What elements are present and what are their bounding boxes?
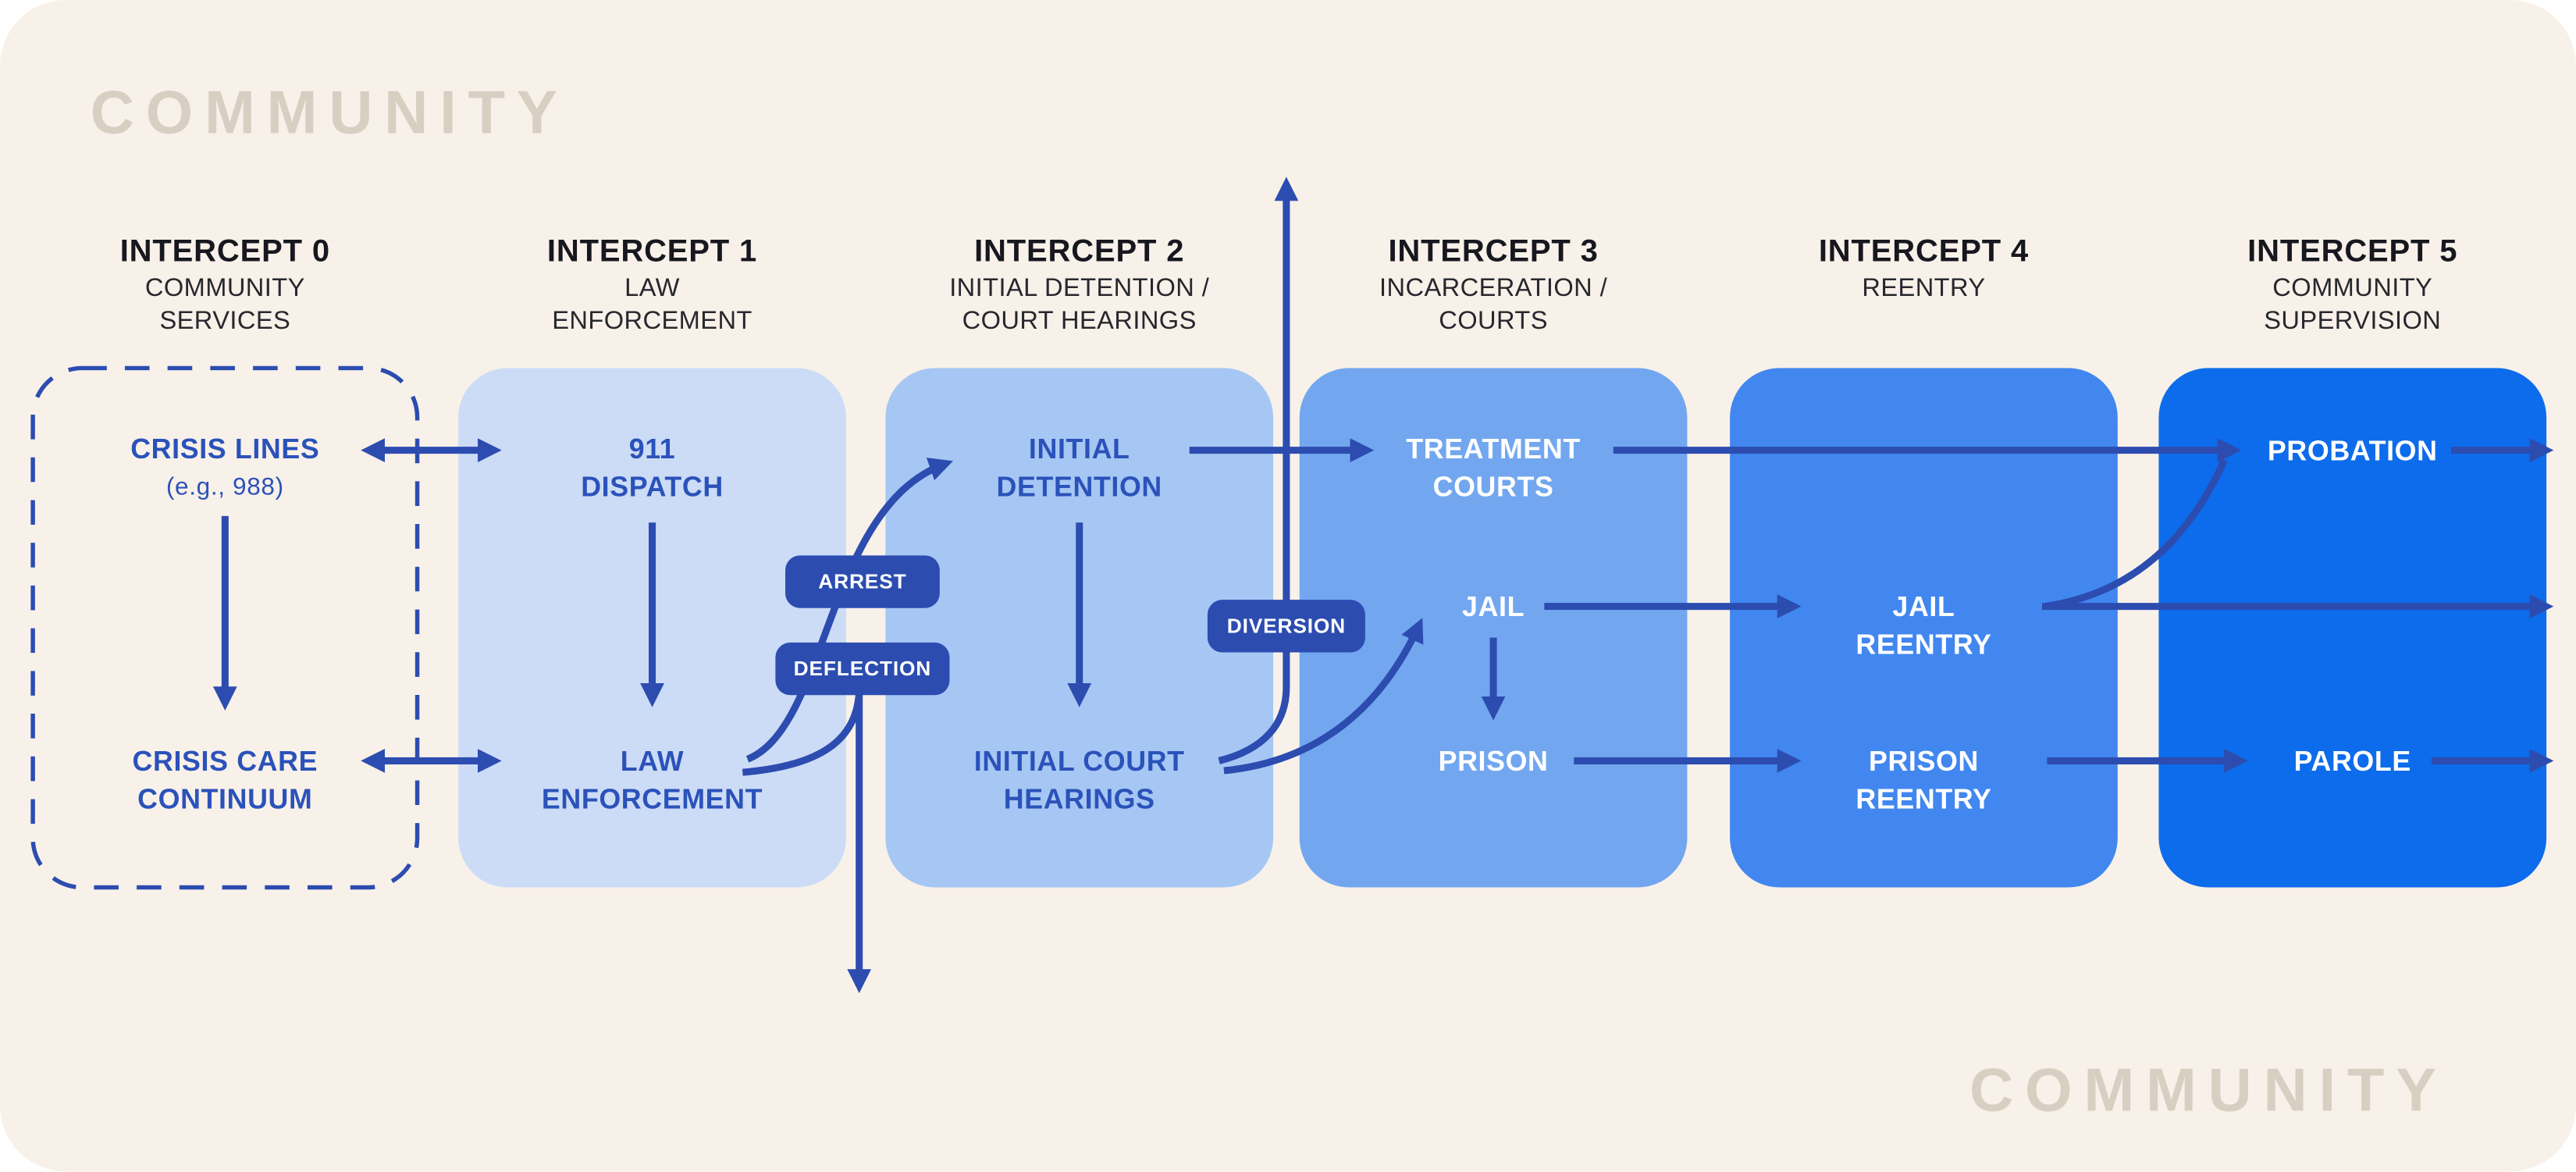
header-intercept-0: INTERCEPT 0 COMMUNITY SERVICES xyxy=(28,233,422,339)
node-crisis-care-continuum: CRISIS CARE CONTINUUM xyxy=(31,743,419,818)
diversion-pill: DIVERSION xyxy=(1207,600,1365,653)
intercept-2-subtitle-line2: COURT HEARINGS xyxy=(962,307,1197,336)
initial-detention-line2: DETENTION xyxy=(996,472,1162,504)
intercept-2-title: INTERCEPT 2 xyxy=(974,234,1185,270)
header-intercept-4: INTERCEPT 4 REENTRY xyxy=(1727,233,2121,306)
intercept-0-title: INTERCEPT 0 xyxy=(119,234,330,270)
intercept-0-subtitle-line1: COMMUNITY xyxy=(144,274,305,303)
law-enforcement-line1: LAW xyxy=(620,746,685,778)
box-intercept-4 xyxy=(1730,368,2118,888)
treatment-courts-line2: COURTS xyxy=(1432,472,1554,504)
node-crisis-lines: CRISIS LINES (e.g., 988) xyxy=(31,430,419,506)
intercept-4-title: INTERCEPT 4 xyxy=(1818,234,2030,270)
jail-label: JAIL xyxy=(1462,591,1525,623)
initial-detention-line1: INITIAL xyxy=(1028,433,1130,465)
prison-reentry-line2: REENTRY xyxy=(1856,783,1992,815)
law-enforcement-line2: ENFORCEMENT xyxy=(541,783,763,815)
intercept-3-title: INTERCEPT 3 xyxy=(1388,234,1599,270)
jail-reentry-line1: JAIL xyxy=(1892,591,1955,623)
probation-label: PROBATION xyxy=(2267,435,2438,467)
intercept-5-subtitle-line1: COMMUNITY xyxy=(2272,274,2433,303)
community-label-top: COMMUNITY xyxy=(90,79,569,147)
node-parole: PAROLE xyxy=(2158,743,2546,780)
prison-reentry-line1: PRISON xyxy=(1868,746,1979,778)
parole-label: PAROLE xyxy=(2293,746,2411,778)
arrest-pill: ARREST xyxy=(785,555,940,608)
intercept-2-subtitle-line1: INITIAL DETENTION / xyxy=(949,274,1210,303)
header-intercept-5: INTERCEPT 5 COMMUNITY SUPERVISION xyxy=(2155,233,2549,339)
node-probation: PROBATION xyxy=(2158,433,2546,470)
crisis-lines-sublabel: (e.g., 988) xyxy=(165,473,284,501)
node-initial-court-hearings: INITIAL COURT HEARINGS xyxy=(885,743,1273,818)
treatment-courts-line1: TREATMENT xyxy=(1406,433,1581,465)
intercept-3-subtitle-line1: INCARCERATION / xyxy=(1379,274,1608,303)
intercept-4-subtitle-line1: REENTRY xyxy=(1862,274,1986,303)
intercept-1-subtitle-line2: ENFORCEMENT xyxy=(552,307,753,336)
court-hearings-line1: INITIAL COURT xyxy=(973,746,1185,778)
node-prison: PRISON xyxy=(1300,743,1688,780)
node-jail: JAIL xyxy=(1300,588,1688,625)
intercept-1-subtitle-line1: LAW xyxy=(624,274,680,303)
crisis-care-line1: CRISIS CARE xyxy=(132,746,318,778)
node-911-dispatch: 911 DISPATCH xyxy=(458,430,846,506)
intercept-3-subtitle-line2: COURTS xyxy=(1439,307,1548,336)
node-treatment-courts: TREATMENT COURTS xyxy=(1300,430,1688,506)
jail-reentry-line2: REENTRY xyxy=(1856,629,1992,661)
node-prison-reentry: PRISON REENTRY xyxy=(1730,743,2118,818)
intercept-5-title: INTERCEPT 5 xyxy=(2247,234,2458,270)
header-intercept-2: INTERCEPT 2 INITIAL DETENTION / COURT HE… xyxy=(882,233,1276,339)
intercept-1-title: INTERCEPT 1 xyxy=(546,234,758,270)
crisis-care-line2: CONTINUUM xyxy=(137,783,313,815)
crisis-lines-label: CRISIS LINES xyxy=(130,433,320,465)
node-initial-detention: INITIAL DETENTION xyxy=(885,430,1273,506)
prison-label: PRISON xyxy=(1438,746,1549,778)
deflection-pill: DEFLECTION xyxy=(775,642,950,696)
intercept-0-subtitle-line2: SERVICES xyxy=(159,307,291,336)
intercept-5-subtitle-line2: SUPERVISION xyxy=(2264,307,2442,336)
node-law-enforcement: LAW ENFORCEMENT xyxy=(458,743,846,818)
dispatch-line2: DISPATCH xyxy=(581,472,724,504)
header-intercept-1: INTERCEPT 1 LAW ENFORCEMENT xyxy=(455,233,849,339)
header-intercept-3: INTERCEPT 3 INCARCERATION / COURTS xyxy=(1297,233,1691,339)
court-hearings-line2: HEARINGS xyxy=(1003,783,1155,815)
node-jail-reentry: JAIL REENTRY xyxy=(1730,588,2118,664)
dispatch-line1: 911 xyxy=(628,433,676,465)
community-label-bottom: COMMUNITY xyxy=(1969,1056,2448,1124)
